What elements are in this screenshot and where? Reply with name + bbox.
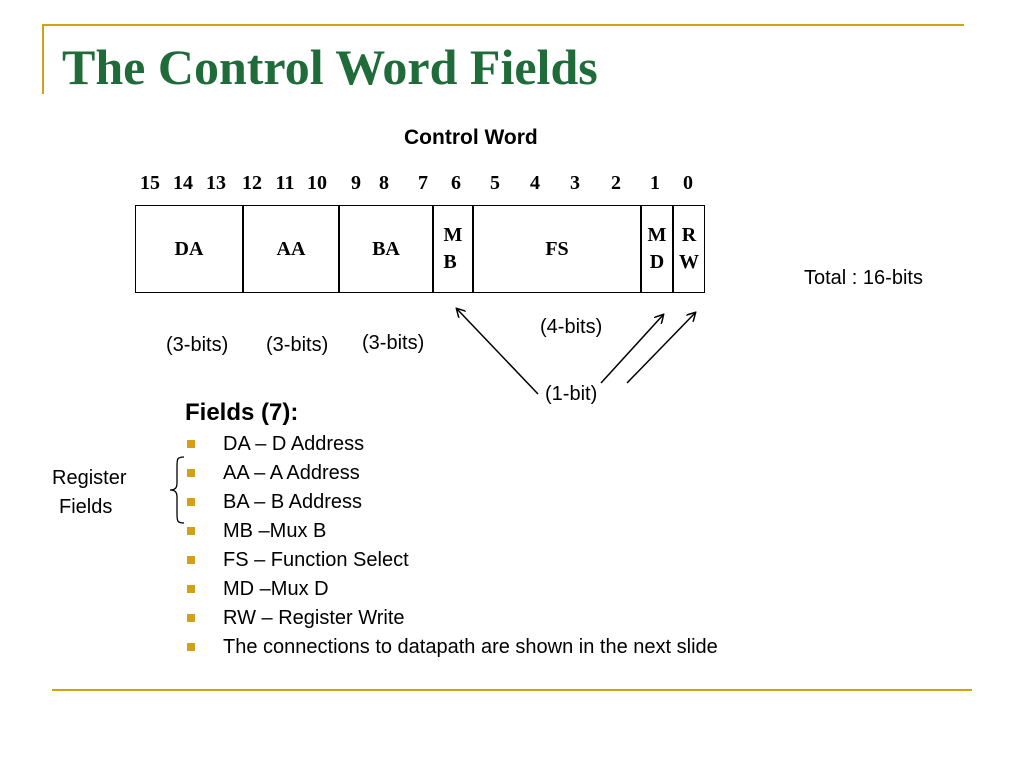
one-bit-label: (1-bit): [545, 383, 598, 405]
bullet-icon: [187, 585, 195, 593]
list-item-text: The connections to datapath are shown in…: [223, 636, 718, 658]
bit-number-6: 6: [451, 172, 461, 194]
slide-title: The Control Word Fields: [62, 39, 598, 95]
field-mb: M B: [434, 206, 472, 292]
bit-number-9: 9: [351, 172, 361, 194]
aa-width-label: (3-bits): [266, 334, 329, 356]
arrow-to-md: [600, 315, 663, 384]
field-fs-label: FS: [545, 237, 569, 260]
divider-ba-mb: [432, 206, 434, 292]
arrow-to-mb: [457, 309, 539, 395]
field-rw-label-1: R: [681, 224, 697, 246]
list-item-text: RW – Register Write: [223, 607, 405, 629]
control-word-box: DA AA BA M B FS M D R W: [135, 205, 705, 293]
total-bits-label: Total : 16-bits: [804, 267, 923, 289]
register-label-line2: Fields: [59, 496, 113, 518]
field-aa: AA: [244, 206, 338, 292]
fields-list: DA – D Address AA – A Address BA – B Add…: [185, 433, 785, 665]
bullet-icon: [187, 643, 195, 651]
bit-number-4: 4: [530, 172, 540, 194]
list-item-text: AA – A Address: [223, 462, 360, 484]
list-item-text: MB –Mux B: [223, 520, 327, 542]
list-item-text: MD –Mux D: [223, 578, 329, 600]
field-fs: FS: [474, 206, 640, 292]
list-item-text: BA – B Address: [223, 491, 362, 513]
left-rule: [42, 24, 44, 94]
list-item: DA – D Address: [185, 433, 785, 456]
bit-number-11: 11: [275, 172, 295, 194]
bit-number-2: 2: [611, 172, 621, 194]
bullet-icon: [187, 527, 195, 535]
register-fields-label: Register Fields: [52, 464, 126, 522]
bullet-icon: [187, 556, 195, 564]
list-item-text: DA – D Address: [223, 433, 365, 455]
list-item: FS – Function Select: [185, 549, 785, 572]
bit-number-12: 12: [242, 172, 262, 194]
bit-number-0: 0: [683, 172, 693, 194]
list-item: The connections to datapath are shown in…: [185, 636, 783, 659]
bit-number-13: 13: [206, 172, 226, 194]
bit-number-7: 7: [418, 172, 428, 194]
bit-number-14: 14: [173, 172, 193, 194]
divider-aa-ba: [338, 206, 340, 292]
field-md-label-1: M: [647, 224, 667, 246]
bit-number-3: 3: [570, 172, 580, 194]
bit-number-1: 1: [650, 172, 660, 194]
fields-heading: Fields (7):: [185, 399, 299, 426]
bullet-icon: [187, 440, 195, 448]
curly-brace-icon: [169, 456, 185, 524]
field-da: DA: [136, 206, 242, 292]
field-ba: BA: [340, 206, 432, 292]
bit-number-15: 15: [140, 172, 160, 194]
bottom-rule: [52, 689, 972, 691]
list-item-text: FS – Function Select: [223, 549, 409, 571]
bullet-icon: [187, 498, 195, 506]
arrow-to-rw: [626, 313, 695, 384]
field-aa-label: AA: [276, 237, 306, 260]
field-md-label-2: D: [649, 251, 665, 273]
bullet-icon: [187, 614, 195, 622]
list-item: BA – B Address: [185, 491, 785, 514]
field-da-label: DA: [174, 237, 204, 260]
ba-width-label: (3-bits): [362, 332, 425, 354]
field-md: M D: [642, 206, 672, 292]
field-mb-label-2: B: [443, 251, 457, 273]
divider-fs-md: [640, 206, 642, 292]
da-width-label: (3-bits): [166, 334, 229, 356]
field-rw-label-2: W: [679, 251, 699, 273]
bit-number-10: 10: [307, 172, 327, 194]
bit-number-5: 5: [490, 172, 500, 194]
list-item: AA – A Address: [185, 462, 785, 485]
list-item: MD –Mux D: [185, 578, 785, 601]
divider-md-rw: [672, 206, 674, 292]
bit-number-8: 8: [379, 172, 389, 194]
register-label-line1: Register: [52, 467, 127, 489]
top-rule: [42, 24, 964, 26]
divider-da-aa: [242, 206, 244, 292]
bullet-icon: [187, 469, 195, 477]
field-ba-label: BA: [372, 237, 400, 260]
divider-mb-fs: [472, 206, 474, 292]
list-item: RW – Register Write: [185, 607, 785, 630]
list-item: MB –Mux B: [185, 520, 785, 543]
field-rw: R W: [674, 206, 704, 292]
control-word-heading: Control Word: [404, 126, 538, 149]
fs-width-label: (4-bits): [540, 316, 603, 338]
field-mb-label-1: M: [443, 224, 463, 246]
